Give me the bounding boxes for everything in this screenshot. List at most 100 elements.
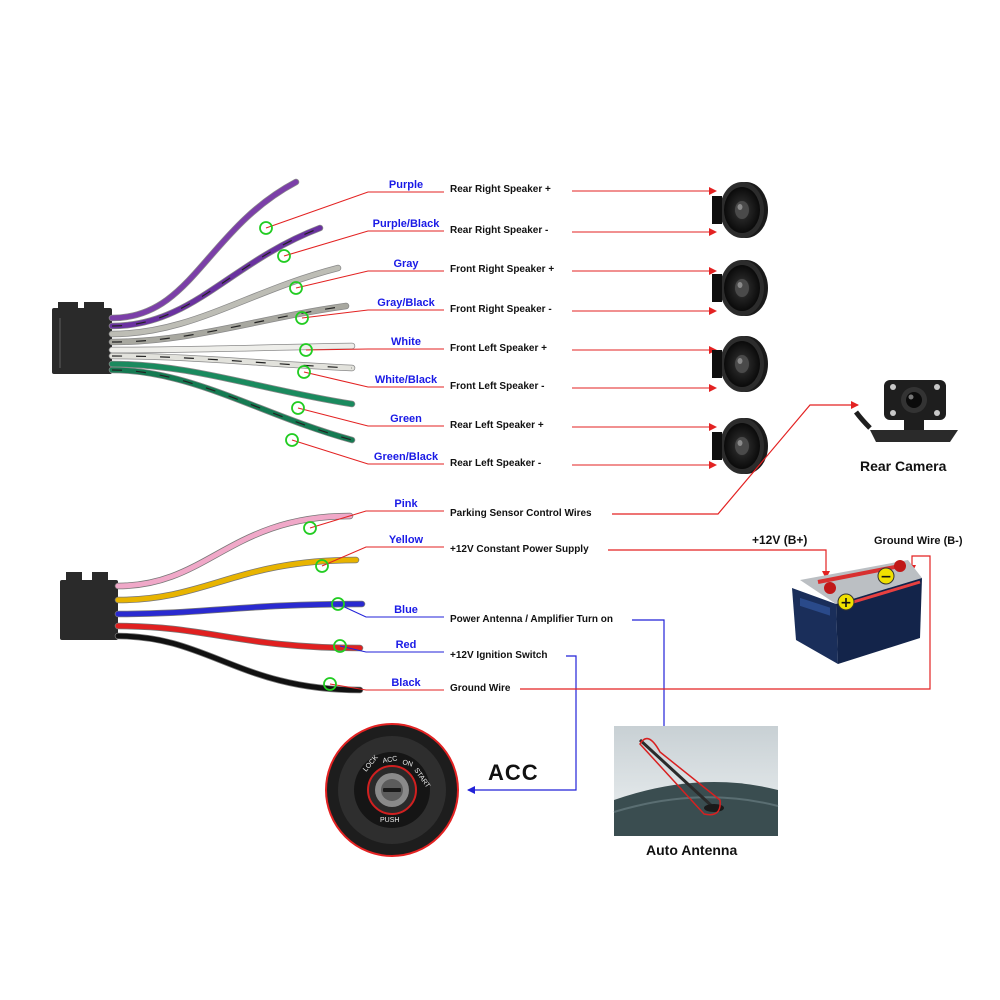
auto-antenna-icon: [613, 726, 779, 836]
speaker-leader-line: [295, 270, 444, 289]
wire-function-label: Front Left Speaker -: [450, 381, 545, 392]
speaker-wire-stripe: [111, 227, 321, 327]
antenna-route-line: [632, 619, 668, 743]
wire-color-label: Red: [395, 639, 417, 651]
speaker-wire: [109, 179, 299, 321]
wire-marker-circle: [299, 343, 313, 357]
speaker-connector: [52, 302, 112, 374]
route-lines: [467, 401, 931, 794]
wire-function-label: Front Right Speaker +: [450, 264, 555, 275]
wire-color-label: Gray/Black: [377, 297, 435, 309]
speaker-leader-line: [301, 309, 444, 319]
wire-function-label: Rear Right Speaker -: [450, 225, 549, 236]
speaker-arrows: [572, 187, 717, 469]
wire-function-label: Front Left Speaker +: [450, 343, 547, 354]
wire-color-label: White/Black: [374, 374, 438, 386]
auto-antenna-label: Auto Antenna: [646, 842, 738, 858]
wire-function-label: +12V Constant Power Supply: [450, 544, 589, 555]
wire-color-label: Gray: [393, 258, 419, 270]
speaker-wire: [109, 361, 355, 407]
wire-marker-circle: [323, 677, 337, 691]
battery-ground-label: Ground Wire (B-): [874, 535, 963, 547]
power-leader-lines: [309, 510, 444, 691]
rear-camera-label: Rear Camera: [860, 458, 947, 474]
speaker-wire: [109, 265, 341, 337]
speaker-leader-line: [297, 407, 444, 427]
speaker-icon: [712, 182, 768, 238]
wire-function-label: Front Right Speaker -: [450, 304, 552, 315]
power-wire: [115, 513, 353, 589]
speaker-leader-line: [303, 371, 444, 388]
wire-marker-circle: [277, 249, 291, 263]
wire-marker-circle: [297, 365, 311, 379]
wire-color-label: Green: [390, 413, 422, 425]
wire-function-label: Rear Left Speaker +: [450, 420, 544, 431]
speaker-icon: [712, 260, 768, 316]
battery-positive-route-line: [608, 549, 830, 579]
acc-label: ACC: [488, 760, 539, 785]
wire-function-label: Power Antenna / Amplifier Turn on: [450, 614, 613, 625]
power-leader-line: [321, 546, 444, 567]
svg-text:−: −: [880, 569, 892, 585]
speaker-leader-line: [283, 230, 444, 257]
wire-bundle: [108, 178, 366, 694]
wire-marker-circle: [285, 433, 299, 447]
power-wire: [115, 601, 365, 617]
battery-negative-icon: [877, 567, 895, 585]
wire-function-label: Ground Wire: [450, 683, 511, 694]
wire-color-label: Blue: [394, 604, 418, 616]
wire-function-label: +12V Ignition Switch: [450, 650, 548, 661]
wire-color-label: Purple/Black: [372, 218, 440, 230]
wire-function-label: Rear Left Speaker -: [450, 458, 542, 469]
wire-function-label: Parking Sensor Control Wires: [450, 508, 592, 519]
wire-marker-circle: [289, 281, 303, 295]
camera-route-line: [612, 401, 859, 515]
battery-positive-label: +12V (B+): [752, 533, 808, 547]
speaker-leader-line: [265, 191, 444, 229]
power-wire: [115, 623, 363, 651]
ignition-push-text: PUSH: [380, 817, 399, 824]
speaker-leader-line: [305, 348, 444, 351]
wire-color-label: Black: [391, 677, 421, 689]
wire-marker-circle: [291, 401, 305, 415]
svg-text:+: +: [840, 595, 852, 611]
wire-marker-circle: [315, 559, 329, 573]
wire-color-label: Pink: [394, 498, 418, 510]
wire-color-label: Green/Black: [373, 451, 439, 463]
ignition-switch-icon: [325, 723, 459, 857]
power-leader-line: [337, 603, 444, 618]
ignition-acc-text: ACC: [382, 756, 398, 765]
power-wire: [115, 633, 363, 693]
wire-marker-circle: [333, 639, 347, 653]
power-leader-line: [329, 683, 444, 691]
speaker-wire: [109, 343, 355, 353]
wire-marker-circle: [303, 521, 317, 535]
rear-camera-icon: [854, 380, 958, 442]
speaker-wire-stripe: [111, 355, 353, 369]
wire-color-label: White: [391, 336, 421, 348]
speaker-icon: [712, 336, 768, 392]
wire-color-label: Yellow: [388, 534, 424, 546]
ignition-on-text: ON: [401, 759, 413, 768]
battery-positive-icon: [837, 593, 855, 611]
wire-marker-circle: [331, 597, 345, 611]
wire-markers: [259, 221, 347, 691]
acc-route-line: [467, 655, 577, 794]
speaker-leader-lines: [265, 191, 444, 465]
wire-marker-circle: [295, 311, 309, 325]
power-connector: [60, 572, 118, 640]
speaker-icon: [712, 418, 768, 474]
ground-route-line: [520, 555, 931, 690]
wire-color-label: Purple: [388, 179, 424, 191]
power-leader-line: [309, 510, 444, 529]
speakers: [712, 182, 768, 474]
wire-function-label: Rear Right Speaker +: [450, 184, 551, 195]
power-leader-line: [339, 645, 444, 653]
speaker-leader-line: [291, 439, 444, 465]
speaker-wire-stripe: [111, 369, 353, 441]
speaker-wire-stripe: [111, 305, 347, 343]
battery-icon: + −: [792, 560, 922, 664]
wire-marker-circle: [259, 221, 273, 235]
power-wire: [115, 557, 359, 603]
